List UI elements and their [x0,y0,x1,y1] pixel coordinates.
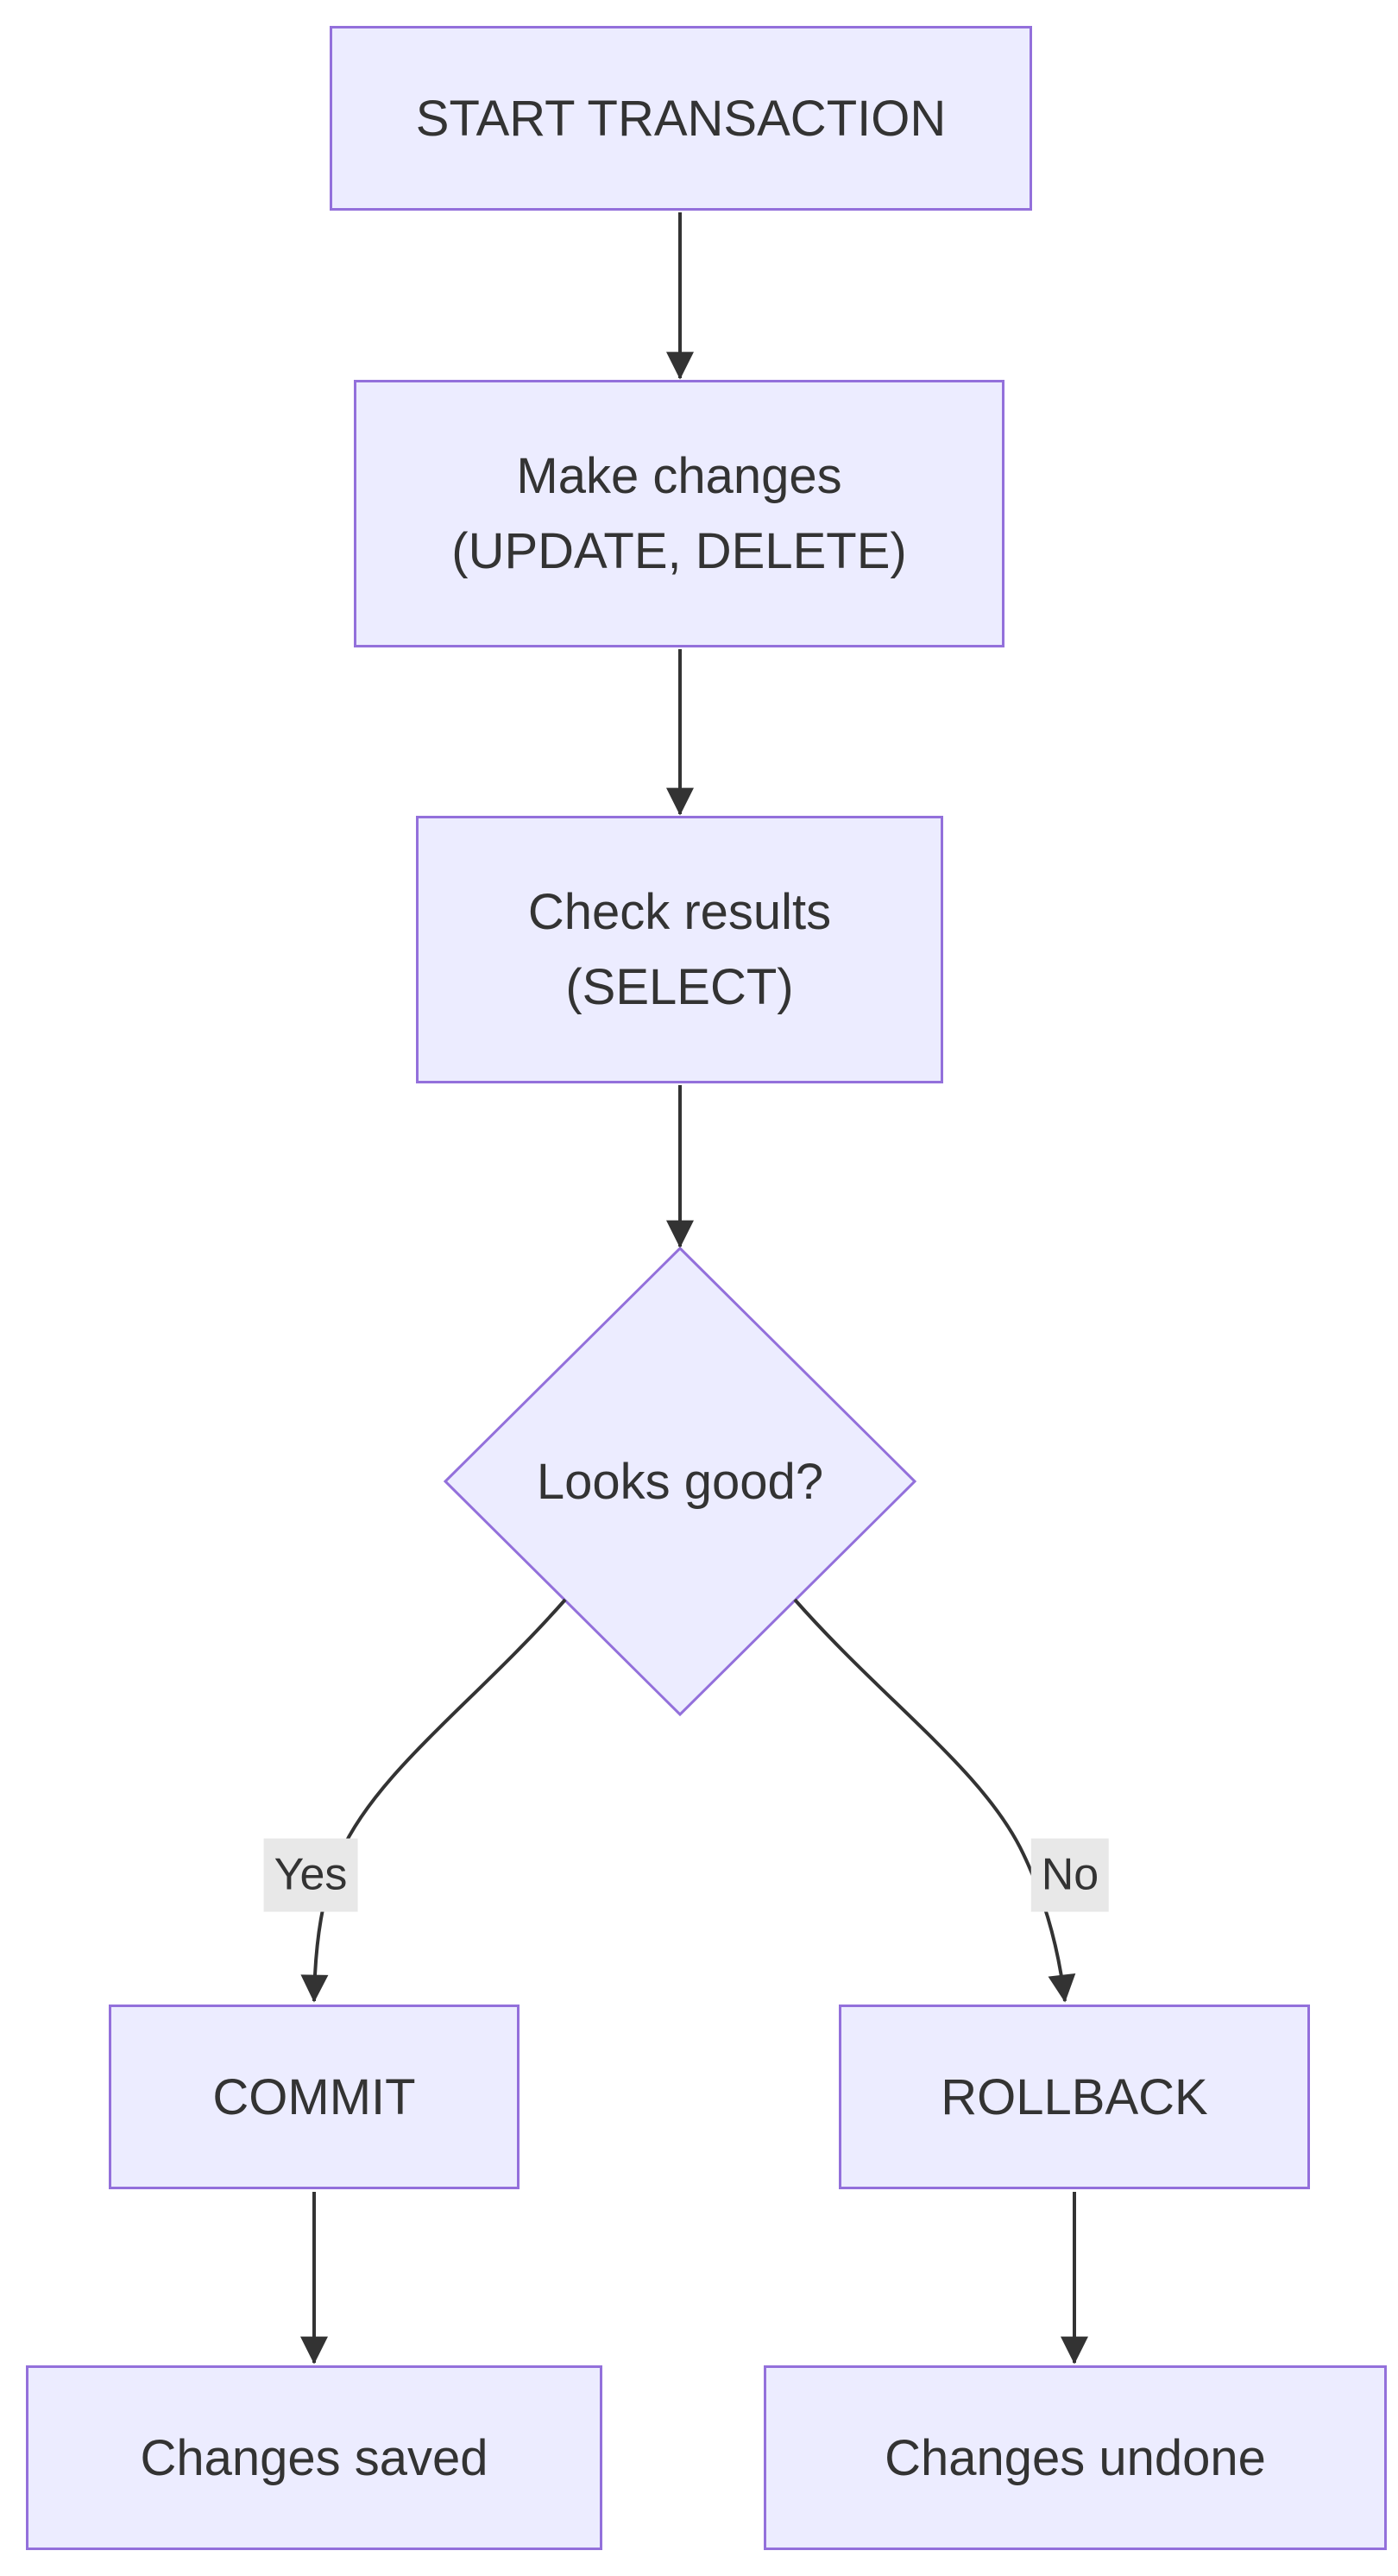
edge-label-no: No [1030,1838,1110,1912]
node-check-results: Check results (SELECT) [416,816,943,1083]
node-commit: COMMIT [109,2005,520,2189]
edge-decision-no-to-rollback [793,1598,1076,2003]
decision-question-text: Looks good? [536,1453,824,1510]
node-start-transaction-label: START TRANSACTION [415,90,947,147]
node-check-results-label-line2: (SELECT) [565,959,794,1015]
node-start-transaction: START TRANSACTION [330,26,1032,211]
node-check-results-label-line1: Check results [527,884,832,940]
node-changes-saved: Changes saved [26,2365,602,2550]
node-make-changes: Make changes (UPDATE, DELETE) [354,380,1004,647]
node-decision-label: Looks good? [464,1430,896,1533]
node-rollback: ROLLBACK [839,2005,1310,2189]
node-rollback-label: ROLLBACK [941,2068,1208,2125]
decision-diamond-shape [443,1246,917,1717]
edge-decision-yes-to-commit [300,1598,567,2003]
node-commit-label: COMMIT [212,2068,416,2125]
edge-label-yes: Yes [263,1838,358,1912]
node-changes-undone-label: Changes undone [885,2429,1266,2486]
node-make-changes-label-line1: Make changes [516,448,842,504]
node-changes-undone: Changes undone [764,2365,1387,2550]
node-make-changes-label-line2: (UPDATE, DELETE) [451,523,907,579]
node-changes-saved-label: Changes saved [140,2429,488,2486]
